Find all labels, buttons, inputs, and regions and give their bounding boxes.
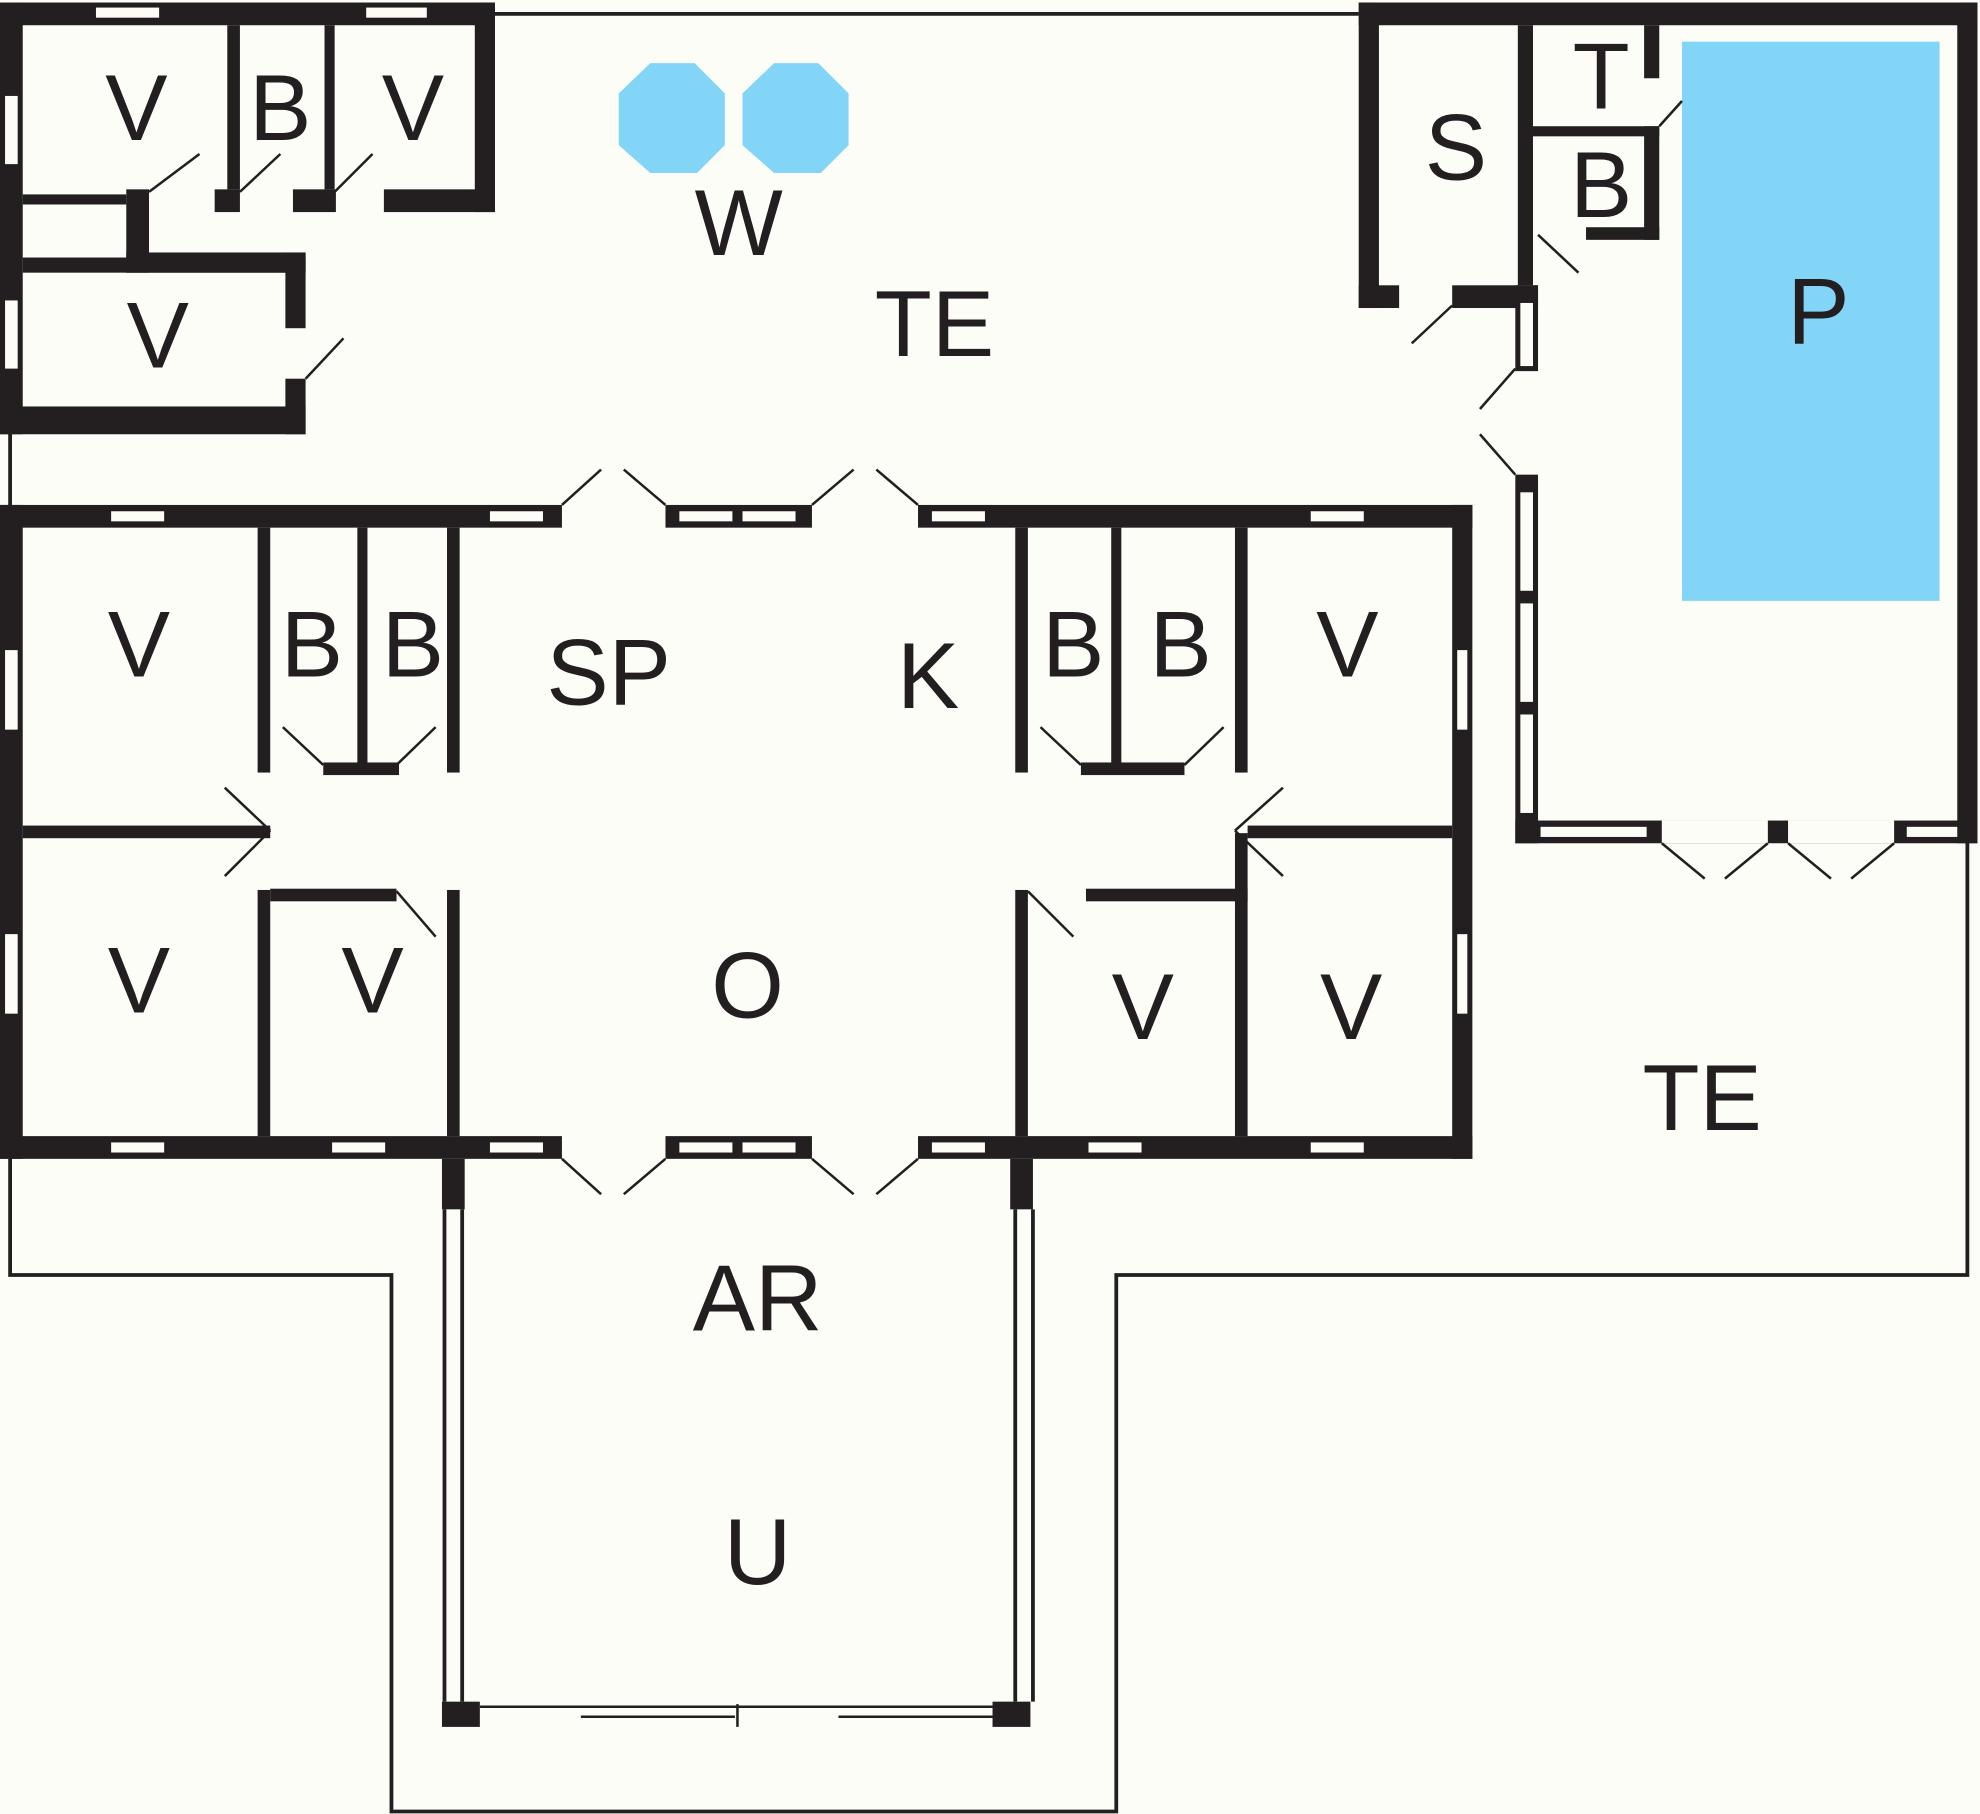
room-label: P (1787, 258, 1849, 363)
pool-house-walls (1358, 2, 1978, 880)
room-label: B (1150, 592, 1212, 697)
main-building-walls (0, 468, 1473, 1196)
room-label: W (695, 170, 783, 275)
room-label: B (249, 55, 311, 160)
room-label: V (341, 927, 403, 1032)
top-left-wing-walls (0, 2, 495, 435)
room-label: B (281, 592, 343, 697)
room-label: AR (693, 1246, 823, 1351)
room-label: V (382, 55, 444, 160)
room-label: S (1425, 94, 1487, 199)
terrace-outlines (8, 11, 1970, 1814)
hot-tubs (618, 63, 849, 173)
room-label: V (108, 927, 170, 1032)
room-labels: V B V W TE V S T B P V B B SP K B B V V … (105, 24, 1849, 1605)
pool (1681, 41, 1940, 601)
room-label: K (897, 623, 959, 728)
room-label: V (1316, 592, 1378, 697)
room-label: V (1112, 954, 1174, 1059)
room-label: V (105, 55, 167, 160)
room-label: B (382, 592, 444, 697)
room-label: O (711, 932, 784, 1037)
room-label: U (724, 1499, 791, 1604)
room-label: B (1042, 592, 1104, 697)
room-label: T (1573, 24, 1630, 129)
room-label: V (108, 592, 170, 697)
room-label: V (1320, 954, 1382, 1059)
room-label: SP (546, 619, 671, 724)
room-label: B (1570, 132, 1632, 237)
room-label: TE (875, 271, 994, 376)
room-label: V (127, 282, 189, 387)
room-label: TE (1643, 1045, 1762, 1150)
porch-walls (441, 1158, 1035, 1727)
